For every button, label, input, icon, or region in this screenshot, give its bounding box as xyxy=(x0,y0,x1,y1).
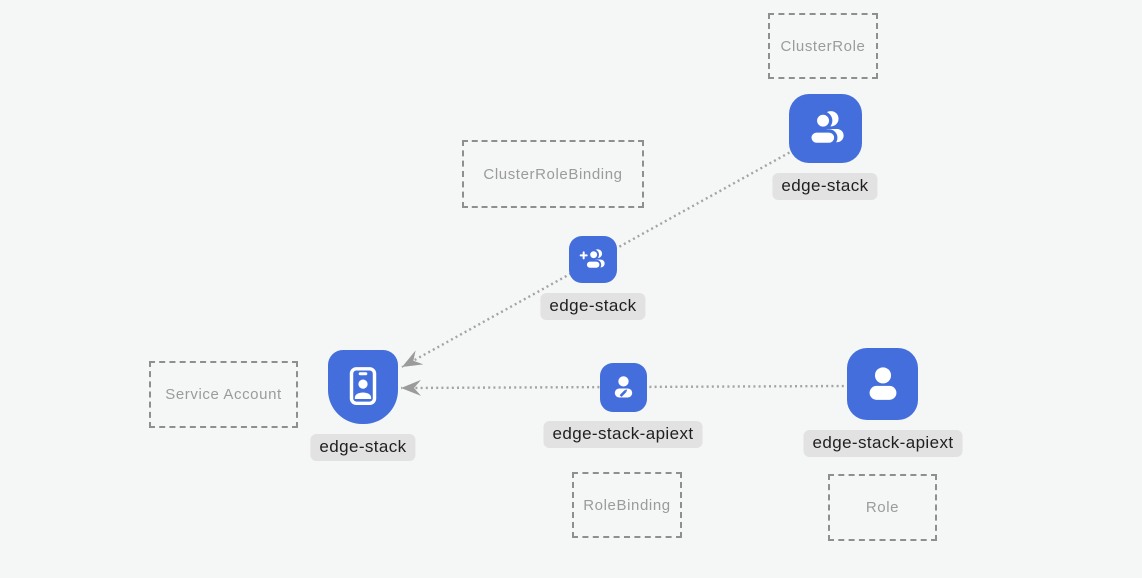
node-label-clusterrole: edge-stack xyxy=(772,173,878,200)
node-serviceaccount-edge-stack[interactable] xyxy=(328,350,398,424)
type-box-rolebinding: RoleBinding xyxy=(572,472,682,538)
type-box-role: Role xyxy=(828,474,937,541)
node-label-role: edge-stack-apiext xyxy=(803,430,963,457)
type-box-serviceaccount: Service Account xyxy=(149,361,298,428)
node-role-edge-stack-apiext[interactable] xyxy=(847,348,918,420)
type-box-clusterrole: ClusterRole xyxy=(768,13,878,79)
user-edit-icon xyxy=(614,376,633,398)
type-box-clusterrole-label: ClusterRole xyxy=(780,37,866,55)
user-plus-icon xyxy=(579,248,605,270)
users-icon xyxy=(808,111,844,147)
node-label-clusterrolebinding: edge-stack xyxy=(540,293,646,320)
node-label-serviceaccount: edge-stack xyxy=(310,434,416,461)
type-box-clusterrolebinding: ClusterRoleBinding xyxy=(462,140,644,208)
node-clusterrole-edge-stack[interactable] xyxy=(789,94,862,163)
node-rolebinding-edge-stack-apiext[interactable] xyxy=(600,363,647,412)
type-box-serviceaccount-label: Service Account xyxy=(165,386,282,403)
type-box-role-label: Role xyxy=(865,499,900,516)
node-clusterrolebinding-edge-stack[interactable] xyxy=(569,236,617,283)
node-label-rolebinding: edge-stack-apiext xyxy=(543,421,703,448)
type-box-clusterrolebinding-label: ClusterRoleBinding xyxy=(483,165,623,183)
type-box-rolebinding-label: RoleBinding xyxy=(583,496,671,514)
id-badge-icon xyxy=(349,367,377,406)
user-icon xyxy=(869,367,896,400)
